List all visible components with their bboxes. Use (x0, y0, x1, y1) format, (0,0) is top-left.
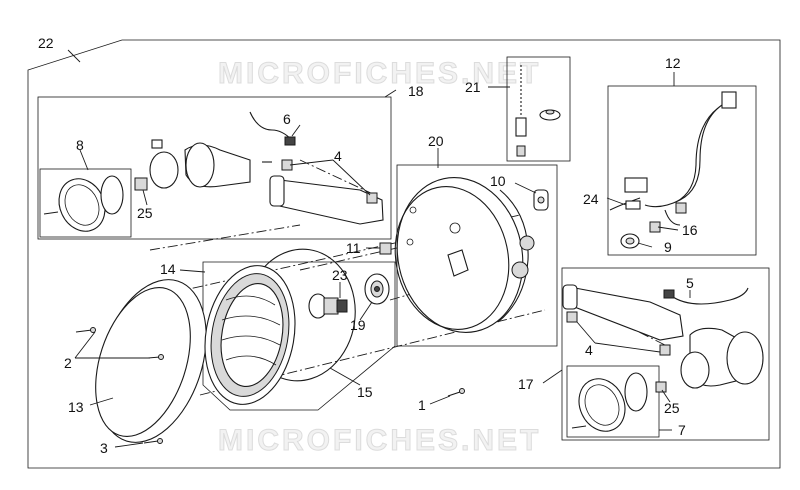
turn-signal-box-right (561, 267, 770, 441)
label-14: 14 (160, 261, 176, 277)
label-20: 20 (428, 133, 444, 149)
label-6: 6 (283, 111, 291, 127)
label-19: 19 (350, 317, 366, 333)
label-13: 13 (68, 399, 84, 415)
headlight-bulb (308, 293, 348, 319)
outer-frame (27, 39, 781, 469)
label-4-left: 4 (334, 148, 342, 164)
label-18: 18 (408, 83, 424, 99)
right-turn-signal (562, 284, 764, 393)
leader-lines (67, 49, 691, 448)
label-10: 10 (490, 173, 506, 189)
label-17: 17 (518, 376, 534, 392)
bulb-holder (364, 273, 390, 305)
fuse-parts (515, 65, 561, 157)
label-11: 11 (346, 240, 361, 256)
label-5: 5 (686, 275, 694, 291)
label-23: 23 (332, 267, 348, 283)
label-25-left: 25 (137, 205, 153, 221)
rim-screws (75, 327, 164, 444)
reflector-box (202, 261, 396, 411)
shell-screw (447, 388, 465, 397)
label-1: 1 (418, 397, 426, 413)
label-7: 7 (678, 422, 686, 438)
label-15: 15 (357, 384, 373, 400)
wiring-box (607, 85, 757, 256)
headlight-shell (394, 177, 535, 333)
left-turn-signal (134, 111, 384, 225)
headlight-rim (95, 279, 207, 443)
label-4-right: 4 (585, 342, 593, 358)
reflector-unit (204, 265, 296, 405)
wiring-harness (609, 91, 737, 233)
turn-signal-box-left (37, 96, 392, 240)
fuse-box (506, 56, 571, 162)
nut (379, 242, 392, 255)
part-labels: 22 18 6 8 4 25 21 20 10 12 24 16 9 11 14… (38, 35, 698, 456)
lens-box-right (566, 365, 660, 438)
left-lens (43, 175, 124, 232)
grommet (533, 189, 549, 211)
label-21: 21 (465, 79, 481, 95)
label-8: 8 (76, 137, 84, 153)
watermark-bottom: MICROFICHES.NET (218, 424, 541, 457)
label-3: 3 (100, 440, 108, 456)
label-9: 9 (664, 239, 672, 255)
watermark-top: MICROFICHES.NET (218, 57, 541, 90)
label-12: 12 (665, 55, 681, 71)
harness-grommet (620, 233, 640, 249)
label-22: 22 (38, 35, 54, 51)
label-16: 16 (682, 222, 698, 238)
label-24: 24 (583, 191, 599, 207)
lens-box-left (39, 168, 132, 238)
right-lens (571, 372, 648, 432)
label-25-right: 25 (664, 400, 680, 416)
label-2: 2 (64, 355, 72, 371)
